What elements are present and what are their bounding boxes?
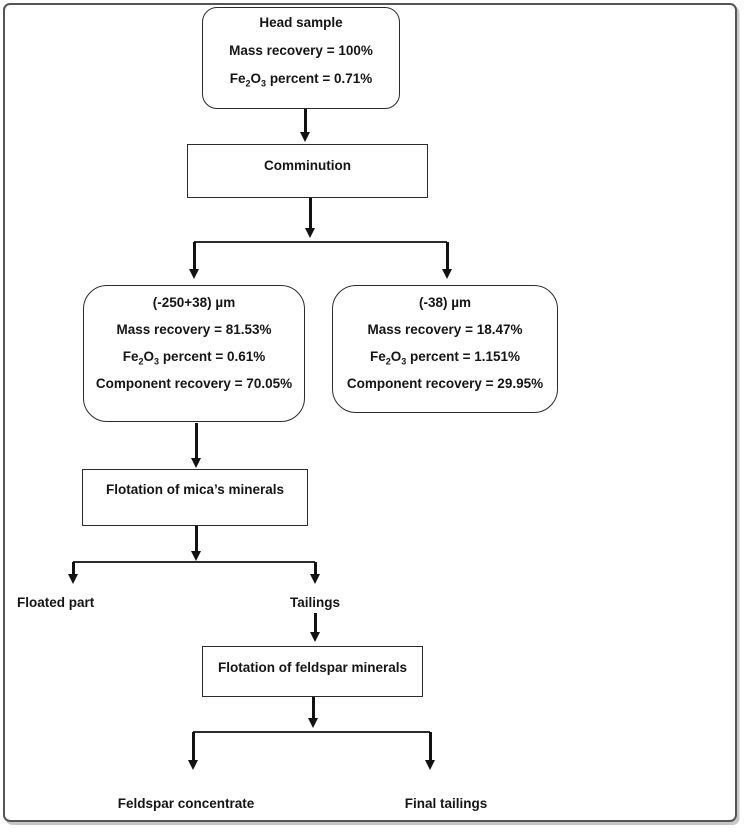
final-tailings-label: Final tailings bbox=[404, 796, 488, 811]
arrow-feldspar-flotation-to-branch-icon bbox=[311, 697, 315, 718]
mica-flotation-label: Flotation of mica’s minerals bbox=[105, 482, 285, 497]
arrow-branch-to-fine-fraction-icon bbox=[445, 242, 449, 269]
coarse-fe2o3-percent: Fe2O3 percent = 0.61% bbox=[122, 349, 266, 367]
branch-line-feldspar-outputs bbox=[193, 731, 430, 733]
branch-line-size-fractions bbox=[194, 241, 447, 243]
coarse-size-label: (-250+38) µm bbox=[152, 295, 236, 310]
feldspar-concentrate-label: Feldspar concentrate bbox=[117, 796, 255, 811]
floated-part-label: Floated part bbox=[17, 595, 95, 610]
head-sample-fe2o3-percent: Fe2O3 percent = 0.71% bbox=[229, 71, 373, 89]
node-feldspar-flotation: Flotation of feldspar minerals bbox=[202, 646, 423, 697]
arrow-comminution-to-branch-icon bbox=[308, 198, 312, 228]
coarse-mass-recovery: Mass recovery = 81.53% bbox=[116, 322, 272, 337]
page-border-frame bbox=[3, 3, 737, 822]
arrow-branch-to-tailings-icon bbox=[313, 562, 317, 574]
node-coarse-fraction: (-250+38) µm Mass recovery = 81.53% Fe2O… bbox=[83, 285, 305, 422]
arrow-head-to-comminution-icon bbox=[303, 109, 307, 132]
node-fine-fraction: (-38) µm Mass recovery = 18.47% Fe2O3 pe… bbox=[332, 285, 558, 413]
arrow-coarse-to-mica-flotation-icon bbox=[194, 423, 198, 458]
fine-mass-recovery: Mass recovery = 18.47% bbox=[367, 322, 523, 337]
node-comminution: Comminution bbox=[187, 144, 428, 198]
arrow-mica-flotation-to-branch-icon bbox=[194, 526, 198, 551]
arrow-branch-to-final-tailings-icon bbox=[428, 732, 432, 760]
arrow-tailings-to-feldspar-flotation-icon bbox=[313, 613, 317, 632]
fine-fe2o3-percent: Fe2O3 percent = 1.151% bbox=[369, 349, 520, 367]
fine-size-label: (-38) µm bbox=[418, 295, 472, 310]
node-head-sample: Head sample Mass recovery = 100% Fe2O3 p… bbox=[202, 7, 400, 109]
fine-component-recovery: Component recovery = 29.95% bbox=[346, 376, 544, 391]
head-sample-mass-recovery: Mass recovery = 100% bbox=[229, 43, 373, 58]
arrow-branch-to-feldspar-concentrate-icon bbox=[191, 732, 195, 760]
feldspar-flotation-label: Flotation of feldspar minerals bbox=[217, 660, 408, 675]
coarse-component-recovery: Component recovery = 70.05% bbox=[95, 376, 293, 391]
comminution-label: Comminution bbox=[264, 158, 351, 173]
node-mica-flotation: Flotation of mica’s minerals bbox=[82, 469, 308, 526]
head-sample-title: Head sample bbox=[259, 15, 343, 30]
branch-line-mica-outputs bbox=[73, 561, 315, 563]
arrow-branch-to-floated-part-icon bbox=[71, 562, 75, 574]
tailings-label: Tailings bbox=[289, 595, 340, 610]
arrow-branch-to-coarse-fraction-icon bbox=[192, 242, 196, 269]
